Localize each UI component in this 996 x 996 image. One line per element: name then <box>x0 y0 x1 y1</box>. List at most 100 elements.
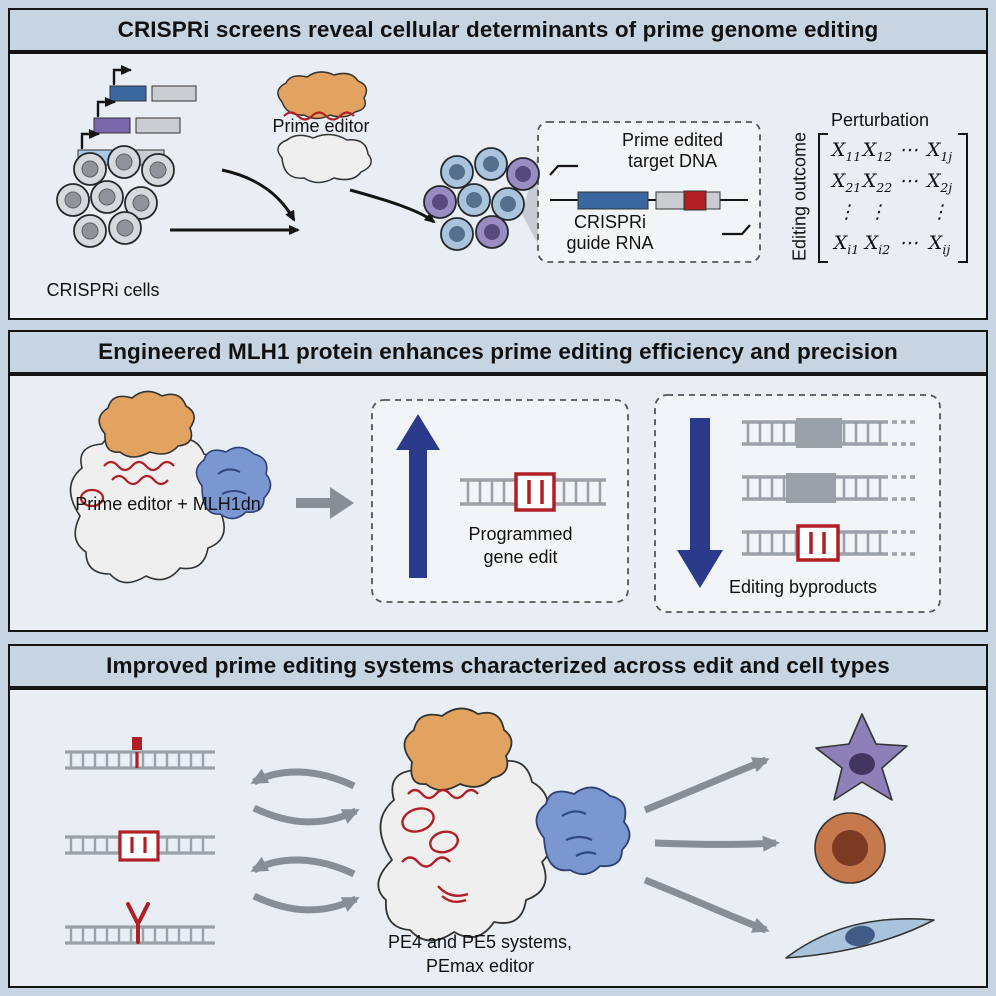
matrix-cell: X22 <box>862 170 893 195</box>
edit-rungs <box>809 532 826 554</box>
matrix-sub: 1j <box>940 148 953 164</box>
cell <box>73 214 107 248</box>
matrix-x: ⋯ <box>899 232 918 255</box>
panel3-graphic <box>65 707 935 959</box>
matrix-cell: ⋯ <box>893 170 924 195</box>
programmed-edit-box <box>371 399 629 603</box>
matrix-x: X <box>864 232 879 255</box>
mlh1dn-blob <box>195 446 272 520</box>
panel3: PE4 and PE5 systems, PEmax editor <box>8 688 988 988</box>
guide-rna-line1: CRISPRi <box>573 212 646 232</box>
pegrna-squiggle <box>407 788 479 800</box>
insertion-mark <box>132 737 142 750</box>
perturbation-matrix: X11 X12 ⋯ X1j X21 X22 ⋯ X2j ⋮ ⋮ ⋮ <box>818 133 968 263</box>
byproducts-box <box>654 394 941 613</box>
cell <box>108 211 142 245</box>
replacement-ladder <box>65 830 215 862</box>
cas9-domain-blob <box>277 71 368 120</box>
panel2-header-text: Engineered MLH1 protein enhances prime e… <box>98 339 898 364</box>
to-edits-arrow <box>250 856 356 878</box>
matrix-x: ⋯ <box>899 139 918 162</box>
gene-construct-1 <box>109 65 197 102</box>
matrix-sub: 21 <box>845 179 862 195</box>
matrix-cell: ⋯ <box>893 232 924 257</box>
panel1-header-text: CRISPRi screens reveal cellular determin… <box>117 17 879 42</box>
cell <box>124 186 158 220</box>
to-editor-arrow <box>252 892 360 914</box>
programmed-line1: Programmed <box>468 524 573 544</box>
prime-edited-dna-label: Prime edited target DNA <box>595 130 750 172</box>
matrix-cell: ⋯ <box>893 139 924 164</box>
cell <box>107 145 141 179</box>
pegrna-squiggle <box>111 474 169 486</box>
matrix-x: ⋮ <box>930 201 949 224</box>
cell-blue <box>440 155 474 189</box>
matrix-row: X11 X12 ⋯ X1j <box>831 139 955 164</box>
astrocyte-nucleus <box>849 753 875 775</box>
to-editor-arrow <box>252 804 360 826</box>
transition-arrow <box>296 487 354 519</box>
matrix-sub: 11 <box>845 148 862 164</box>
matrix-x: X <box>833 232 848 255</box>
gene-construct-2 <box>93 97 181 134</box>
panel2-graphic <box>69 390 941 613</box>
to-round-cell-arrow <box>654 835 780 852</box>
flap-insertion-ladder <box>65 902 215 945</box>
matrix-cell: Xij <box>924 232 955 257</box>
byproducts-label: Editing byproducts <box>728 577 878 597</box>
cell-type-arrows <box>643 756 780 934</box>
guide-rna-label: CRISPRi guide RNA <box>545 212 675 254</box>
matrix-cell: X21 <box>831 170 862 195</box>
crispri-cells-label: CRISPRi cells <box>46 280 160 300</box>
matrix-sub: 22 <box>876 179 893 195</box>
matrix-cell: X12 <box>862 139 893 164</box>
programmed-edit-site <box>514 472 556 512</box>
matrix-x: ⋯ <box>899 170 918 193</box>
fibroblast-cell <box>785 918 935 959</box>
dna-dashes <box>892 420 918 446</box>
matrix-x: ⋮ <box>868 201 887 224</box>
to-astrocyte-arrow <box>643 756 770 814</box>
pe-mlh1dn-complex <box>69 390 272 584</box>
small-insertion-ladder <box>65 737 215 770</box>
matrix-cell: ⋮ <box>862 201 893 226</box>
matrix-left-bracket <box>818 133 828 263</box>
gene-box-gray <box>135 117 181 134</box>
edit-rungs <box>527 480 544 504</box>
cell-blue <box>457 183 491 217</box>
to-edits-arrow <box>250 768 356 790</box>
matrix-sub: i1 <box>847 241 860 257</box>
exchange-arrows <box>250 768 360 914</box>
expression-constructs <box>77 65 197 166</box>
panel2-header: Engineered MLH1 protein enhances prime e… <box>8 330 988 374</box>
flap-mark <box>126 902 150 944</box>
matrix-x: X <box>831 170 846 193</box>
panel3-header-text: Improved prime editing systems character… <box>106 653 890 678</box>
primer-icon-left <box>549 164 578 176</box>
guide-rna-line2: guide RNA <box>566 233 654 253</box>
pegrna-squiggle <box>401 856 451 868</box>
flow-arrows <box>170 168 436 235</box>
dna-rungs <box>69 752 205 768</box>
panel3-header: Improved prime editing systems character… <box>8 644 988 688</box>
dna-rungs <box>69 927 205 943</box>
matrix-cell: ⋮ <box>831 201 862 226</box>
round-cell <box>814 812 886 884</box>
matrix-x: X <box>926 170 941 193</box>
promoter-arrow-icon <box>112 65 132 86</box>
matrix-cell: Xi2 <box>862 232 893 257</box>
matrix-sub: 2j <box>940 179 953 195</box>
to-fibroblast-arrow <box>643 876 770 934</box>
matrix-sub: ij <box>942 241 951 257</box>
pegrna-loop <box>429 830 459 854</box>
primer-icon-right <box>722 224 751 236</box>
dna-dashes <box>892 475 918 501</box>
matrix-cell: X11 <box>831 139 862 164</box>
matrix-right-bracket <box>958 133 968 263</box>
editor-flow-arrow <box>349 188 436 224</box>
indel-block <box>796 418 842 448</box>
gene-box-gray <box>151 85 197 102</box>
panel1-header: CRISPRi screens reveal cellular determin… <box>8 8 988 52</box>
mlh1dn-texture <box>217 468 247 495</box>
readout-callout-box <box>537 121 761 263</box>
